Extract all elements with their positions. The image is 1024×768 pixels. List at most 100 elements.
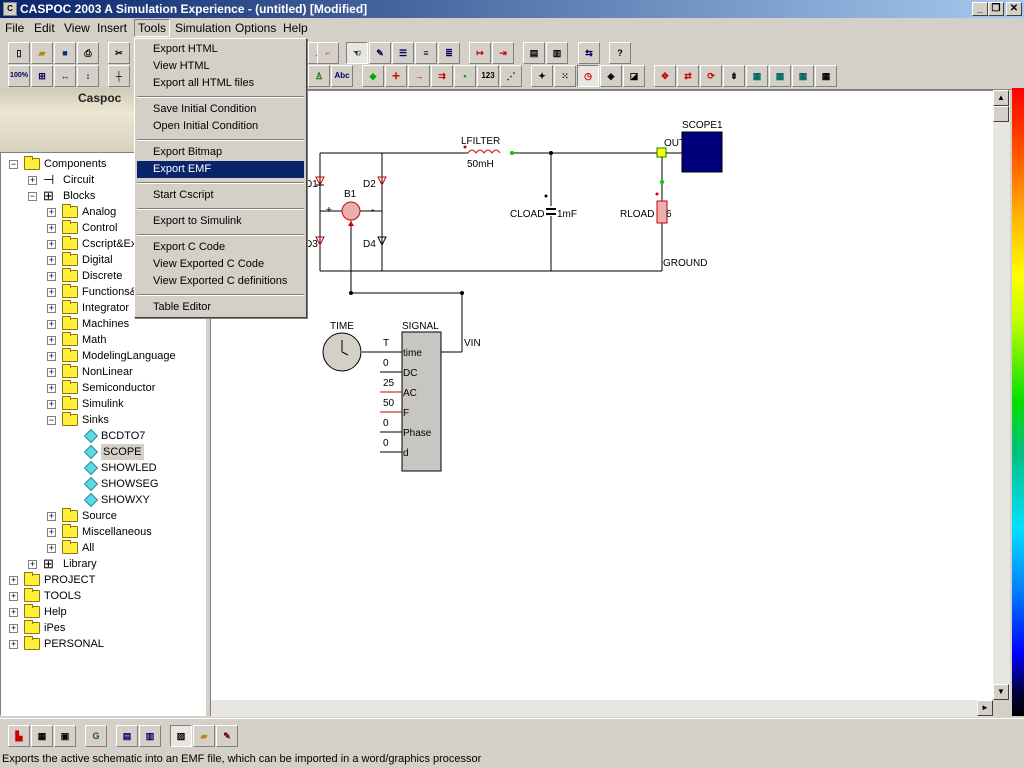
expand-icon[interactable]: + — [9, 591, 18, 601]
expand-icon[interactable]: + — [47, 351, 56, 361]
menu-item[interactable]: Open Initial Condition — [153, 120, 259, 132]
tree-node[interactable]: +Cscript&Ex — [1, 236, 204, 252]
grid-icon[interactable]: ⁙ — [554, 65, 576, 87]
expand-icon[interactable]: + — [9, 639, 18, 649]
scroll-up-icon[interactable]: ▲ — [993, 90, 1009, 106]
print-icon[interactable]: ⎙ — [77, 42, 99, 64]
chip-icon[interactable]: ▦ — [746, 65, 768, 87]
tree-node[interactable]: +NonLinear — [1, 364, 204, 380]
line-tool-icon[interactable]: ⌐ — [317, 42, 339, 64]
tree-node[interactable]: +Discrete — [1, 268, 204, 284]
tree-node[interactable]: +Digital — [1, 252, 204, 268]
expand-icon[interactable]: + — [47, 239, 56, 249]
component-icon[interactable]: ◆ — [362, 65, 384, 87]
menu-item[interactable]: View Exported C Code — [153, 258, 265, 270]
expand-icon[interactable]: + — [47, 303, 56, 313]
list-align-icon[interactable]: ≣ — [438, 42, 460, 64]
expand-icon[interactable]: + — [9, 575, 18, 585]
vertical-scrollbar[interactable]: ▲ ▼ — [993, 90, 1010, 700]
menu-item[interactable]: Start Cscript — [153, 189, 214, 201]
tree-node[interactable]: +Source — [1, 508, 204, 524]
link-icon[interactable]: ⇆ — [578, 42, 600, 64]
tree-node[interactable]: +Miscellaneous — [1, 524, 204, 540]
junction-icon[interactable]: ✦ — [531, 65, 553, 87]
tree-node[interactable]: SHOWSEG — [1, 476, 204, 492]
circuit-view-icon[interactable]: ▙ — [8, 725, 30, 747]
horizontal-scrollbar[interactable]: ► — [211, 700, 993, 717]
tree-node[interactable]: +All — [1, 540, 204, 556]
image-icon[interactable]: ▨ — [170, 725, 192, 747]
open-folder-icon[interactable]: ▰ — [31, 42, 53, 64]
tree-node[interactable]: +Analog — [1, 204, 204, 220]
menu-file[interactable]: File — [5, 21, 25, 35]
diagonal-icon[interactable]: ⋰ — [500, 65, 522, 87]
tile-icon[interactable]: ▤ — [116, 725, 138, 747]
expand-icon[interactable]: + — [9, 623, 18, 633]
menu-tools[interactable]: Tools — [134, 19, 171, 37]
number-icon[interactable]: 123 — [477, 65, 499, 87]
menu-item[interactable]: Save Initial Condition — [153, 103, 257, 115]
measure-icon[interactable]: ✎ — [369, 42, 391, 64]
expand-icon[interactable]: + — [28, 175, 37, 185]
collapse-icon[interactable]: − — [47, 415, 56, 425]
menu-edit[interactable]: Edit — [34, 21, 55, 35]
tree-node[interactable]: −⊞Blocks — [1, 188, 204, 204]
expand-icon[interactable]: + — [47, 287, 56, 297]
arrow-right-icon[interactable]: → — [408, 65, 430, 87]
tree-node[interactable]: +PERSONAL — [1, 636, 204, 652]
rotate-icon[interactable]: ⟳ — [700, 65, 722, 87]
clock-icon[interactable]: ◷ — [577, 65, 599, 87]
menu-item[interactable]: Export all HTML files — [153, 77, 255, 89]
new-file-icon[interactable]: ▯ — [8, 42, 30, 64]
menu-item[interactable]: Export EMF — [137, 161, 304, 178]
tree-node[interactable]: +iPes — [1, 620, 204, 636]
zoom-fit-icon[interactable]: ⊞ — [31, 65, 53, 87]
tree-node[interactable]: −Components — [1, 156, 204, 172]
menu-simulation[interactable]: Simulation — [175, 21, 232, 35]
schematic-canvas[interactable]: LFILTER 50mH SCOPE1 OUT D1 D2 D3 D4 B1 +… — [211, 90, 993, 700]
node-out-icon[interactable]: ⇥ — [492, 42, 514, 64]
block-connect-icon[interactable]: ▪ — [454, 65, 476, 87]
tree-node[interactable]: SHOWXY — [1, 492, 204, 508]
app-icon[interactable]: C — [3, 2, 17, 16]
menu-options[interactable]: Options — [235, 21, 277, 35]
expand-icon[interactable]: + — [47, 319, 56, 329]
tree-node[interactable]: BCDTO7 — [1, 428, 204, 444]
menu-insert[interactable]: Insert — [97, 21, 128, 35]
node-in-icon[interactable]: ↦ — [469, 42, 491, 64]
tree-node[interactable]: +⊣Circuit — [1, 172, 204, 188]
tree-node[interactable]: +Machines — [1, 316, 204, 332]
save-icon[interactable]: ■ — [54, 42, 76, 64]
shade-icon[interactable]: ◪ — [623, 65, 645, 87]
list-indent-icon[interactable]: ≡ — [415, 42, 437, 64]
expand-icon[interactable]: + — [47, 335, 56, 345]
expand-icon[interactable]: + — [47, 207, 56, 217]
tree-node[interactable]: +TOOLS — [1, 588, 204, 604]
zoom-height-icon[interactable]: ↕ — [77, 65, 99, 87]
expand-icon[interactable]: + — [47, 527, 56, 537]
expand-icon[interactable]: + — [47, 383, 56, 393]
menu-item[interactable]: Table Editor — [153, 301, 212, 313]
arrow-bus-icon[interactable]: ⇉ — [431, 65, 453, 87]
expand-icon[interactable]: + — [47, 367, 56, 377]
menu-view[interactable]: View — [64, 21, 90, 35]
tree-node[interactable]: SCOPE — [1, 444, 204, 460]
minimize-button[interactable]: _ — [972, 2, 988, 16]
expand-icon[interactable]: + — [47, 255, 56, 265]
close-button[interactable]: ✕ — [1006, 2, 1022, 16]
expand-icon[interactable]: + — [9, 607, 18, 617]
collapse-icon[interactable]: − — [28, 191, 37, 201]
table-icon[interactable]: ▦ — [815, 65, 837, 87]
move-icon[interactable]: ✥ — [654, 65, 676, 87]
hand-pan-icon[interactable]: ☜ — [346, 42, 368, 64]
sort-icon[interactable]: ⇟ — [723, 65, 745, 87]
fill-icon[interactable]: ◈ — [600, 65, 622, 87]
menu-item[interactable]: View HTML — [153, 60, 210, 72]
tree-node[interactable]: +Integrator — [1, 300, 204, 316]
menu-item[interactable]: Export HTML — [153, 43, 218, 55]
tree-node[interactable]: −Sinks — [1, 412, 204, 428]
tree-node[interactable]: +Control — [1, 220, 204, 236]
folder-view-icon[interactable]: ▰ — [193, 725, 215, 747]
expand-icon[interactable]: + — [47, 399, 56, 409]
tree-node[interactable]: +Functions& — [1, 284, 204, 300]
